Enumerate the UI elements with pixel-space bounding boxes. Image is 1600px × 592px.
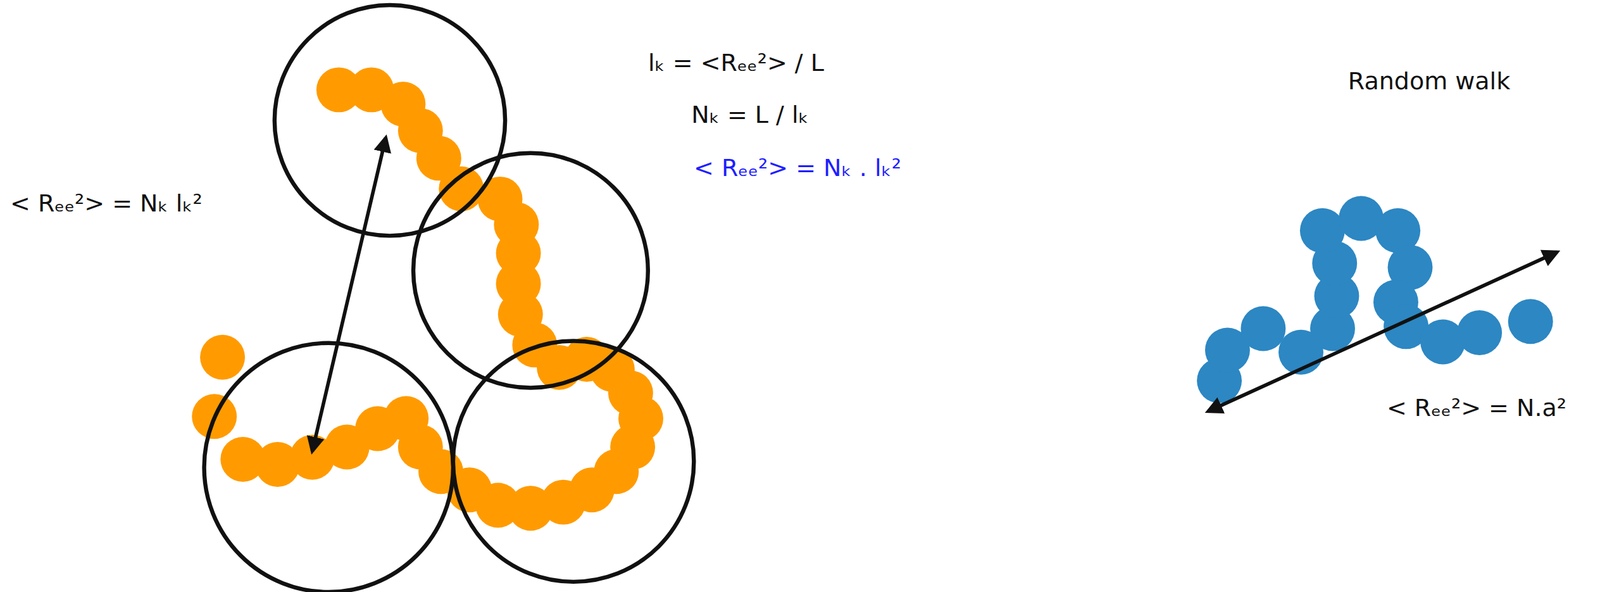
random-walk-title: Random walk [1348,67,1511,97]
bead [1300,208,1345,254]
end-to-end-arrow [1208,251,1557,411]
bead [1508,298,1554,344]
kuhn-count-formula: Nₖ = L / lₖ [691,100,809,130]
bead [200,334,245,380]
kuhn-segments [204,5,695,592]
end-to-end-formula: < Rₑₑ²> = Nₖ . lₖ² [693,153,902,183]
orange-chain [191,67,664,531]
end-to-end-formula: < Rₑₑ²> = Nₖ lₖ² [10,189,203,219]
bead [1240,306,1286,352]
kuhn-length-formula: lₖ = <Rₑₑ²> / L [648,48,825,78]
random-walk-formula: < Rₑₑ²> = N.a² [1386,393,1567,423]
bead [316,67,362,113]
kuhn-circle [453,340,694,582]
kuhn-circle [274,5,506,236]
blue-chain [1196,196,1554,404]
end-to-end-arrow [312,137,386,452]
kuhn-circle [413,153,649,388]
bead [1456,310,1502,356]
